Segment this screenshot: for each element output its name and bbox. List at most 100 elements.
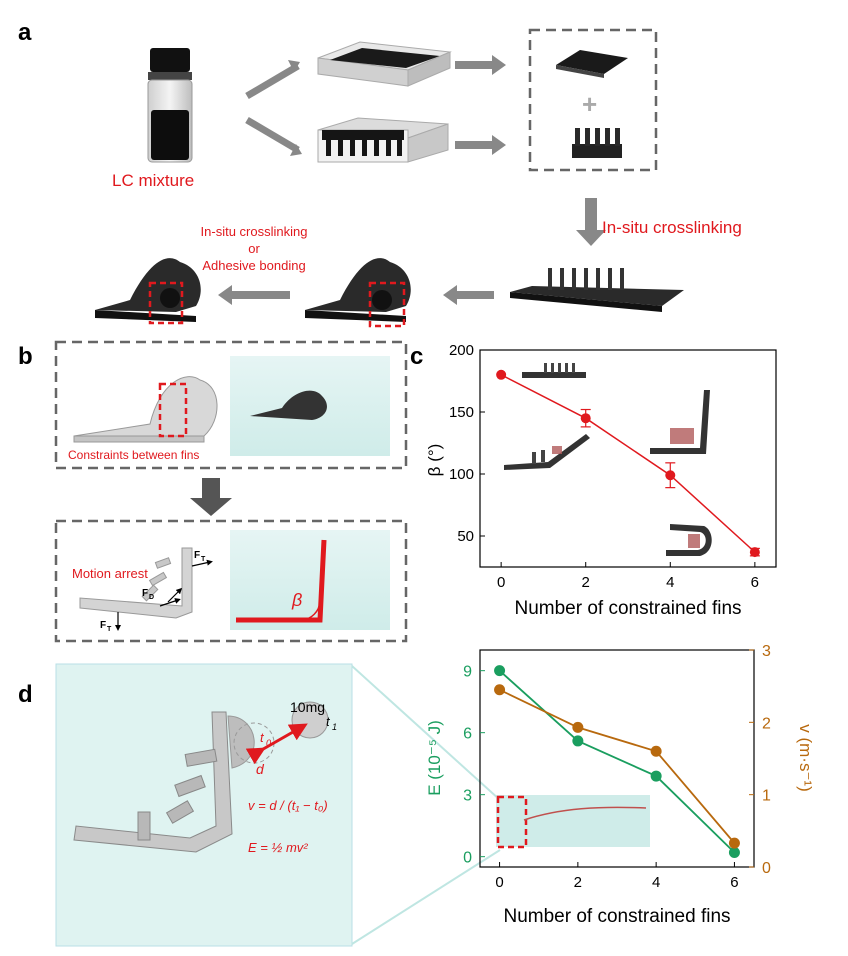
chart-d-frame [479, 649, 755, 868]
zoom-line-bottom [351, 849, 501, 945]
chart-d-ytick-left-label: 3 [463, 788, 472, 805]
chart-d-xtick-label: 2 [574, 874, 582, 891]
chart-c-ytick-label: 200 [449, 342, 474, 359]
inset-right-angle [650, 390, 710, 454]
chart-d-point-right [572, 721, 584, 733]
chart-d-ytick-right-label: 0 [762, 860, 771, 877]
ft-label-bottom: F [100, 620, 106, 631]
motion-arrest-label: Motion arrest [72, 566, 148, 581]
chart-d-point-left [572, 735, 584, 747]
dashed-box-films [528, 28, 658, 172]
chart-c-ytick-label: 150 [449, 404, 474, 421]
panel-c-label: c [410, 343, 423, 370]
chart-d-ytick-right-label: 3 [762, 643, 771, 660]
panel-b-bottom-box [54, 519, 408, 643]
curled-robot-bonded [95, 258, 201, 325]
ft-sub-bottom: T [107, 626, 112, 633]
t0-label: t [260, 730, 265, 745]
mass-label: 10mg [290, 699, 325, 715]
chart-c-insets [504, 363, 712, 556]
chart-d-point-right [728, 837, 740, 849]
chart-d-ytick-right-label: 1 [762, 788, 771, 805]
chart-d-point-left [650, 770, 662, 782]
panel-d-label: d [18, 681, 33, 708]
panel-a: a LC mixture [18, 19, 742, 328]
chart-c-xtick-label: 2 [582, 574, 590, 591]
lc-mixture-label: LC mixture [112, 171, 194, 190]
lc-vial [147, 48, 193, 163]
ft-label-top: F [194, 550, 200, 561]
chart-c-xtick-label: 6 [751, 574, 759, 591]
chart-d-point-right [650, 745, 662, 757]
chart-c-point [580, 413, 591, 424]
distance-arrow [245, 723, 308, 765]
chart-d-ytick-left-label: 9 [463, 664, 472, 681]
panel-b: b Constraints between fins Motion arrest… [18, 340, 408, 643]
inset-bent-strip [504, 434, 590, 470]
inset-flat-strip [522, 363, 586, 378]
velocity-equation: v = d / (t₁ − t₀) [248, 798, 328, 813]
t1-label: t [326, 714, 331, 729]
chart-d-xlabel: Number of constrained fins [503, 906, 730, 927]
chart-c: 0 2 4 6 50 100 150 200 [449, 342, 760, 591]
chart-c-xtick-label: 4 [666, 574, 674, 591]
photo-arrest [230, 530, 390, 630]
arrow-left-2 [218, 285, 290, 305]
arrow-left-1 [443, 285, 494, 305]
chart-c-ytick-label: 100 [449, 466, 474, 483]
chart-d: 0 2 4 6 0 3 6 9 0 1 2 3 [463, 643, 771, 891]
fd-label: F [142, 588, 148, 599]
chart-d-ytick-right-label: 2 [762, 715, 771, 732]
chart-c-frame [479, 349, 777, 568]
finned-strip [510, 268, 684, 312]
flat-film [556, 50, 628, 74]
chart-c-xlabel: Number of constrained fins [514, 598, 741, 619]
flat-mold [317, 41, 452, 87]
curled-robot [305, 258, 411, 328]
chart-d-xtick-label: 0 [495, 874, 503, 891]
chart-d-xtick-label: 4 [652, 874, 660, 891]
chart-d-inset-box [496, 795, 528, 849]
chart-d-inset-photo [496, 795, 650, 847]
chart-d-xtick-label: 6 [730, 874, 738, 891]
chart-c-ytick-label: 50 [457, 528, 474, 545]
chart-d-ylabel-right: v (m·s⁻¹) [796, 724, 815, 792]
fd-sub: D [149, 594, 154, 601]
panel-d: d 10mg t 0 t 1 d v = d / (t₁ − t₀) E = ½… [18, 643, 815, 947]
panel-a-label: a [18, 19, 32, 46]
crosslink-label: In-situ crosslinking [602, 218, 742, 237]
chart-d-ylabel-left: E (10⁻⁵ J) [425, 720, 444, 796]
chart-d-point-left [494, 665, 506, 677]
plus-sign: + [582, 89, 597, 119]
chart-c-xtick-label: 0 [497, 574, 505, 591]
chart-d-point-right [494, 684, 506, 696]
arrow-down-right [245, 116, 300, 154]
arrow-down-b [190, 478, 232, 516]
t1-sub: 1 [332, 722, 337, 732]
chart-c-point [496, 369, 507, 380]
chart-d-ytick-left-label: 6 [463, 726, 472, 743]
arrow-right-top [455, 55, 506, 75]
chart-d-ytick-left-label: 0 [463, 850, 472, 867]
motion-arrest-sketch [79, 547, 213, 631]
inset-curled [666, 524, 712, 556]
arrow-up-right [245, 62, 300, 100]
arrow-down [576, 198, 606, 246]
constraints-label: Constraints between fins [68, 448, 199, 462]
panel-b-top-box [54, 340, 408, 470]
chart-d-series-line-right [499, 688, 736, 844]
fin-constraint-sketch [73, 376, 218, 443]
photo-robot-arrest [236, 539, 327, 623]
beta-label: β [291, 590, 302, 610]
energy-equation: E = ½ mv² [248, 840, 308, 855]
chart-c-point [749, 547, 760, 558]
bond-line-3: Adhesive bonding [202, 258, 305, 273]
chart-d-series-line-left [498, 669, 736, 854]
t0-sub: 0 [266, 738, 271, 748]
fin-film [572, 128, 622, 158]
zoom-line-top [351, 665, 501, 801]
bond-line-1: In-situ crosslinking [201, 224, 308, 239]
distance-label: d [256, 761, 265, 777]
